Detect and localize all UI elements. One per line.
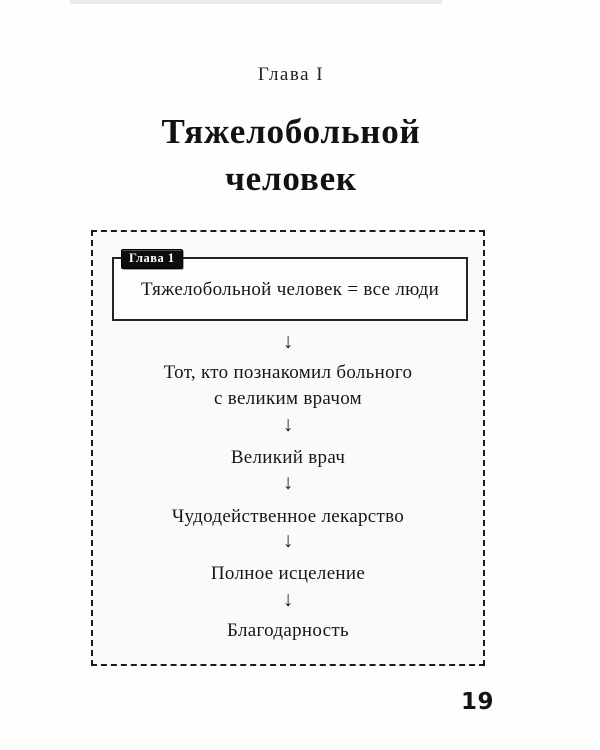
- flowchart-step-line: с великим врачом: [214, 388, 362, 409]
- flowchart-step-line: Тот, кто познакомил больного: [163, 362, 413, 383]
- down-arrow-icon: ↓: [282, 587, 294, 611]
- chapter-header: Глава I: [257, 64, 325, 85]
- down-arrow-icon: ↓: [282, 329, 294, 353]
- down-arrow-icon: ↓: [282, 412, 294, 436]
- scan-page-edge: [70, 0, 442, 4]
- flowchart-step: Благодарность: [227, 620, 349, 641]
- page-title-line2: человек: [225, 159, 357, 198]
- flowchart-root-label: Тяжелобольной человек = все люди: [140, 279, 440, 300]
- flowchart-step: Великий врач: [230, 447, 346, 468]
- down-arrow-icon: ↓: [282, 528, 294, 552]
- page-number: 19: [461, 689, 495, 715]
- page-title: Тяжелобольной человек: [0, 108, 582, 202]
- flowchart-step: Чудодейственное лекарство: [171, 506, 405, 527]
- page-title-line1: Тяжелобольной: [161, 112, 421, 151]
- flowchart-step: Тот, кто познакомил больного с великим в…: [93, 360, 483, 412]
- flowchart-step: Полное исцеление: [210, 563, 366, 584]
- flowchart-chapter-tag: Глава 1: [121, 249, 183, 269]
- flowchart-root-box: Глава 1 Тяжелобольной человек = все люди: [112, 249, 468, 321]
- down-arrow-icon: ↓: [282, 470, 294, 494]
- flowchart-dashed-frame: Глава 1 Тяжелобольной человек = все люди…: [91, 230, 485, 666]
